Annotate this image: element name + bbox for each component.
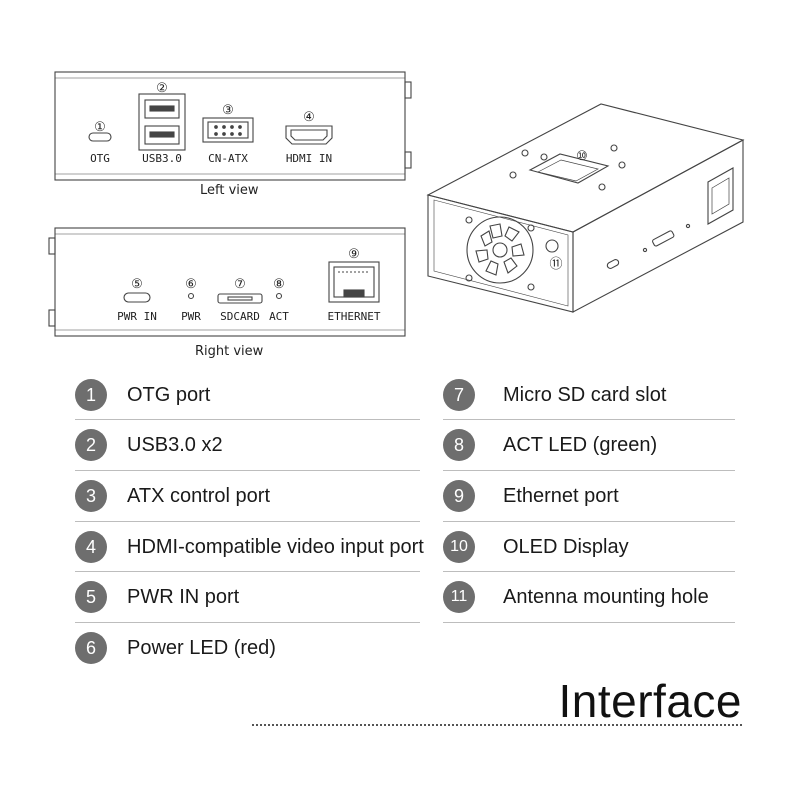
hdmi-port-shape	[285, 125, 333, 145]
legend-text: USB3.0 x2	[127, 433, 223, 456]
legend-item-11: 11 Antenna mounting hole	[443, 577, 709, 617]
act-led-shape	[275, 292, 283, 300]
callout-5: ⑤	[131, 277, 143, 292]
legend-item-3: 3 ATX control port	[75, 476, 270, 516]
legend-text: Power LED (red)	[127, 636, 276, 659]
device-drawings: ① OTG ② USB3.0 ③ CN-ATX ④ HDMI IN ⑤ PWR …	[0, 0, 800, 370]
callout-1: ①	[94, 120, 106, 135]
legend-number-badge: 2	[75, 429, 107, 461]
legend-divider	[75, 622, 420, 623]
callout-2: ②	[156, 81, 168, 96]
legend-divider	[443, 419, 735, 420]
legend-text: Micro SD card slot	[503, 383, 667, 406]
oled-display-shape	[528, 153, 610, 184]
legend-divider	[443, 622, 735, 623]
callout-9: ⑨	[348, 247, 360, 262]
callout-4: ④	[303, 110, 315, 125]
legend-divider	[443, 521, 735, 522]
pwr-led-shape	[187, 292, 195, 300]
left-view-panel	[54, 71, 412, 181]
iso-view-box	[426, 103, 745, 313]
legend-number-badge: 9	[443, 480, 475, 512]
legend-text: PWR IN port	[127, 585, 240, 608]
page-title: Interface	[558, 675, 742, 727]
usb3-port-shape	[138, 93, 186, 151]
legend-divider	[443, 571, 735, 572]
legend-number-badge: 4	[75, 531, 107, 563]
ethernet-port-shape	[328, 261, 380, 303]
callout-7: ⑦	[234, 277, 246, 292]
legend-text: ATX control port	[127, 484, 271, 507]
port-label-cn-atx: CN-ATX	[208, 152, 248, 165]
atx-port-shape	[202, 117, 254, 143]
port-label-otg: OTG	[90, 152, 110, 165]
legend-divider	[75, 571, 420, 572]
port-label-ethernet: ETHERNET	[328, 310, 381, 323]
callout-11: ⑪	[549, 257, 562, 272]
legend-item-10: 10 OLED Display	[443, 527, 629, 567]
antenna-hole-shape	[545, 239, 559, 253]
port-label-hdmi-in: HDMI IN	[286, 152, 332, 165]
legend-item-5: 5 PWR IN port	[75, 577, 239, 617]
legend-text: OLED Display	[503, 535, 629, 558]
legend-item-8: 8 ACT LED (green)	[443, 425, 657, 465]
legend-item-1: 1 OTG port	[75, 375, 210, 415]
pwr-in-port-shape	[123, 292, 151, 303]
title-underline	[252, 724, 742, 726]
legend-divider	[75, 470, 420, 471]
callout-8: ⑧	[273, 277, 285, 292]
drawing-svg: ① OTG ② USB3.0 ③ CN-ATX ④ HDMI IN ⑤ PWR …	[48, 71, 745, 337]
port-label-sdcard: SDCARD	[220, 310, 260, 323]
callout-6: ⑥	[185, 277, 197, 292]
legend-number-badge: 3	[75, 480, 107, 512]
legend-divider	[75, 521, 420, 522]
legend-item-6: 6 Power LED (red)	[75, 628, 276, 668]
otg-port-shape	[88, 132, 112, 142]
port-label-act: ACT	[269, 310, 289, 323]
sdcard-slot-shape	[217, 293, 263, 304]
legend-text: HDMI-compatible video input port	[127, 535, 424, 558]
fan-grill-shape	[465, 216, 535, 291]
legend-number-badge: 1	[75, 379, 107, 411]
legend-text: ACT LED (green)	[503, 433, 658, 456]
left-view-caption: Left view	[200, 183, 259, 198]
right-view-caption: Right view	[195, 344, 264, 359]
legend-item-2: 2 USB3.0 x2	[75, 425, 223, 465]
legend-text: Antenna mounting hole	[503, 585, 709, 608]
port-label-pwr-in: PWR IN	[117, 310, 157, 323]
legend-number-badge: 5	[75, 581, 107, 613]
port-label-usb3: USB3.0	[142, 152, 182, 165]
legend-number-badge: 7	[443, 379, 475, 411]
legend-item-9: 9 Ethernet port	[443, 476, 619, 516]
legend-item-4: 4 HDMI-compatible video input port	[75, 527, 424, 567]
legend-number-badge: 8	[443, 429, 475, 461]
callout-10: ⑩	[576, 149, 588, 164]
legend-text: OTG port	[127, 383, 211, 406]
callout-3: ③	[222, 103, 234, 118]
legend-divider	[75, 419, 420, 420]
legend-number-badge: 11	[443, 581, 475, 613]
legend-number-badge: 6	[75, 632, 107, 664]
legend-text: Ethernet port	[503, 484, 619, 507]
legend-item-7: 7 Micro SD card slot	[443, 375, 666, 415]
legend-number-badge: 10	[443, 531, 475, 563]
port-label-pwr: PWR	[181, 310, 201, 323]
right-view-panel	[48, 227, 406, 337]
legend-divider	[443, 470, 735, 471]
